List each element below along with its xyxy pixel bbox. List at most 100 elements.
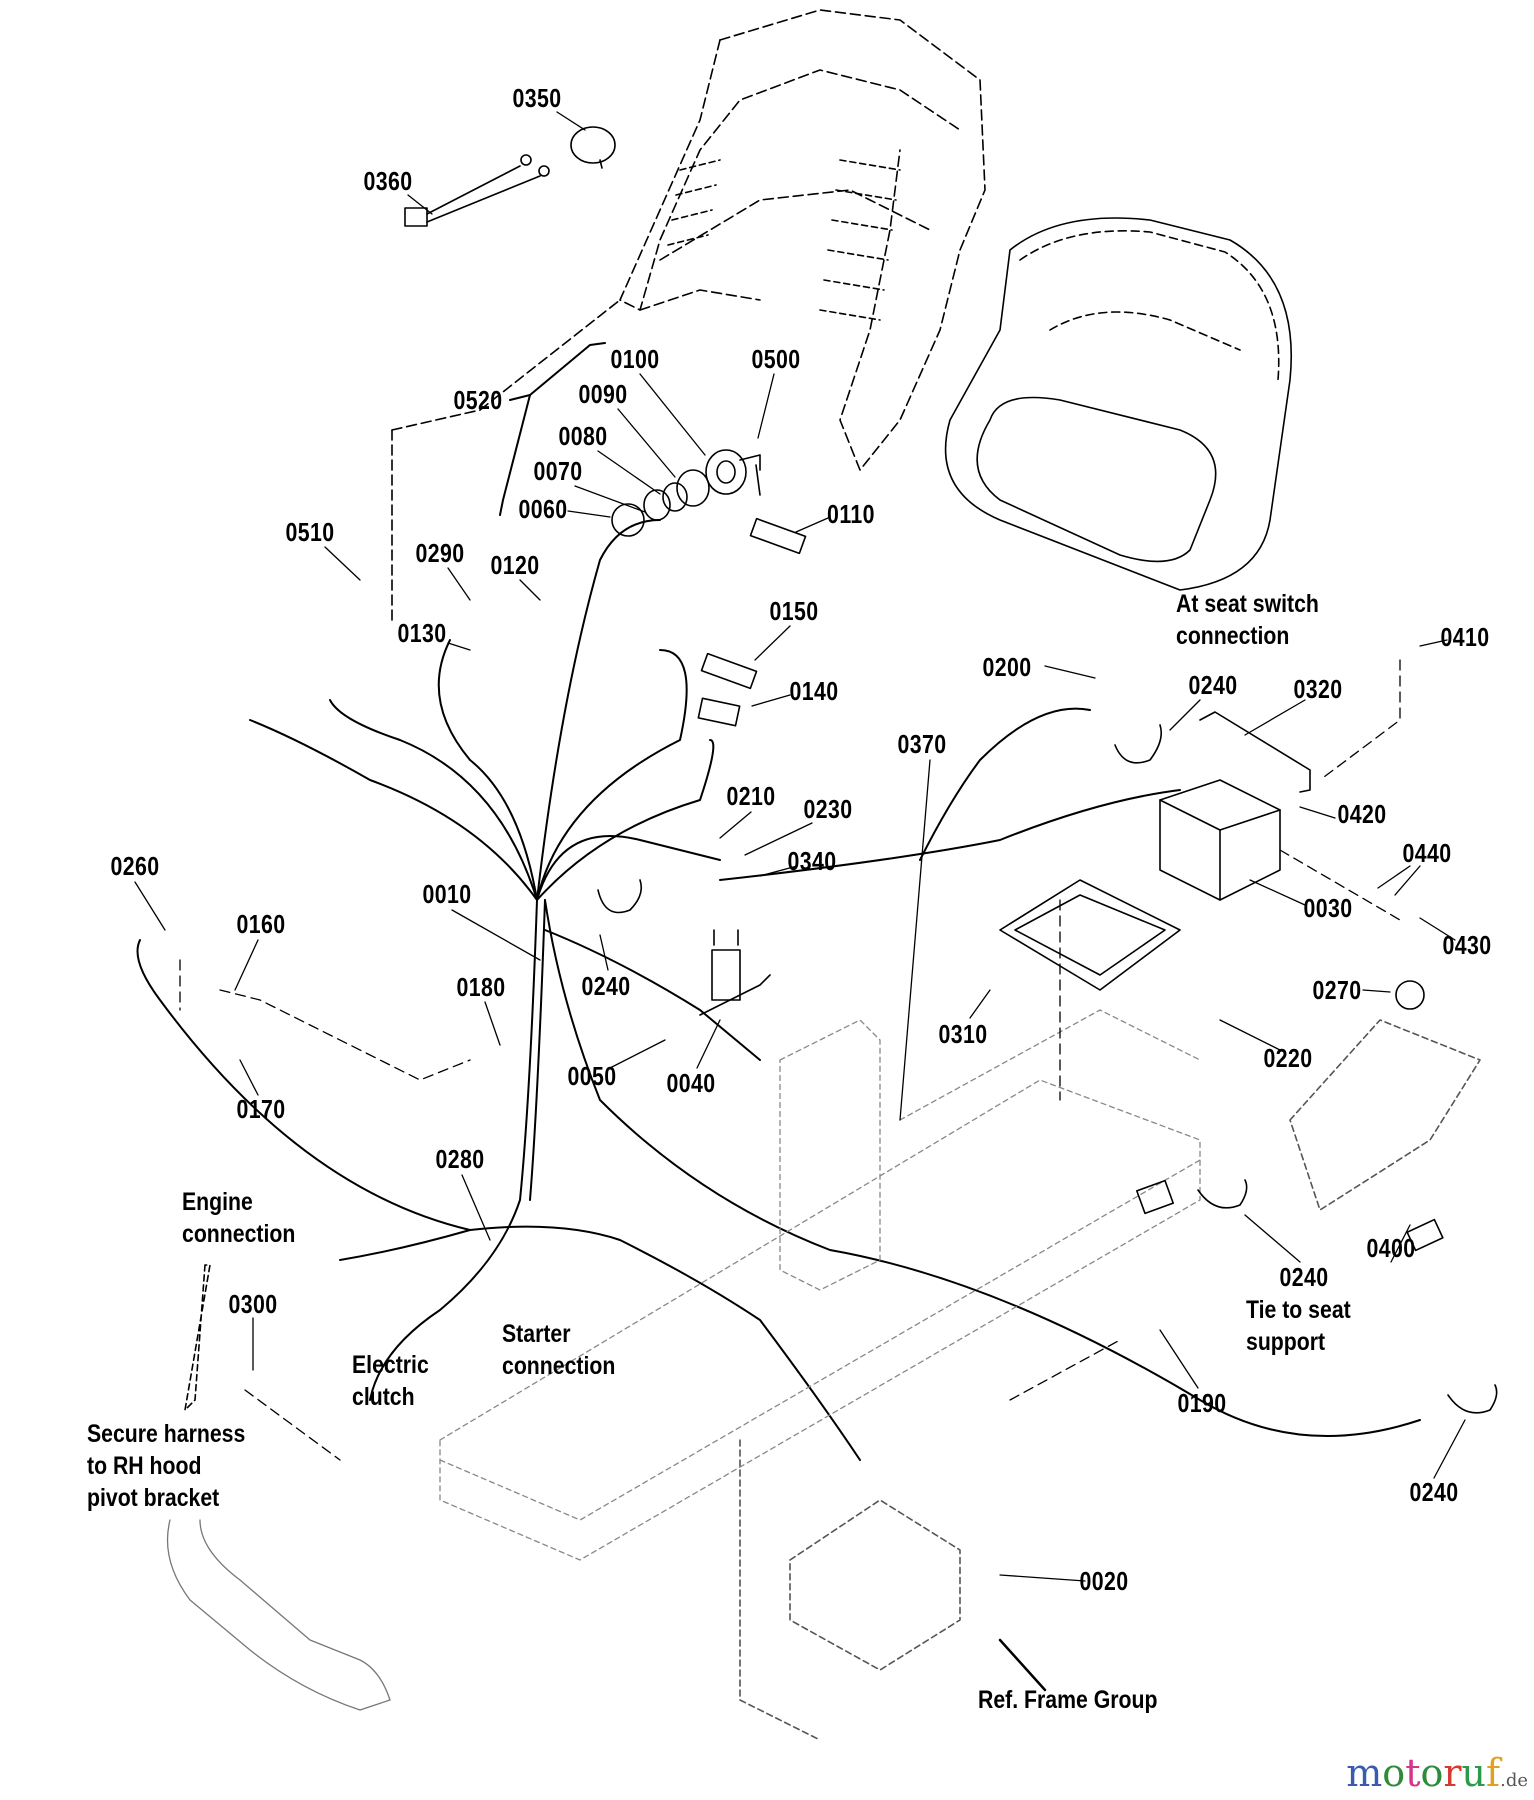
part-label-0500: 0500 [751, 344, 801, 374]
ignition-assembly [611, 449, 761, 537]
clip-0240-bottom [1447, 1384, 1498, 1414]
note-line: Secure harness [87, 1420, 246, 1448]
part-label-0180: 0180 [456, 972, 506, 1002]
seat-drawing [944, 217, 1293, 591]
watermark-letter: o [1382, 1751, 1406, 1795]
part-label-0170: 0170 [236, 1094, 286, 1124]
component-0150 [700, 652, 758, 690]
part-label-0350: 0350 [512, 83, 562, 113]
component-0270 [1395, 980, 1425, 1010]
component-0320 [1199, 711, 1311, 793]
part-label-0040: 0040 [666, 1068, 716, 1098]
part-label-0370: 0370 [897, 729, 947, 759]
note-engine-connection: Engine connection [182, 1186, 295, 1250]
watermark-letters: motoruf [1346, 1754, 1500, 1792]
part-label-0030: 0030 [1303, 893, 1353, 923]
watermark-logo: motoruf.de [1346, 1754, 1528, 1792]
part-label-0420: 0420 [1337, 799, 1387, 829]
assembly-guides [179, 659, 1401, 1461]
watermark-letter: r [1443, 1751, 1462, 1795]
part-label-0010: 0010 [422, 879, 472, 909]
note-ref-frame-group: Ref. Frame Group [978, 1684, 1157, 1716]
part-label-0220: 0220 [1263, 1043, 1313, 1073]
part-label-0240: 0240 [581, 971, 631, 1001]
part-label-0280: 0280 [435, 1144, 485, 1174]
part-label-0340: 0340 [787, 846, 837, 876]
wiring-harness [136, 519, 1421, 1461]
part-label-0520: 0520 [453, 385, 503, 415]
part-label-0300: 0300 [228, 1289, 278, 1319]
note-line: At seat switch [1176, 590, 1319, 618]
part-label-0110: 0110 [827, 499, 875, 529]
component-0040 [699, 929, 771, 1016]
component-0400 [1406, 1218, 1444, 1252]
note-line: connection [502, 1352, 616, 1380]
note-line: connection [1176, 622, 1290, 650]
watermark-letter: f [1486, 1751, 1501, 1795]
note-line: to RH hood [87, 1452, 202, 1480]
hood-drawing [166, 1519, 391, 1711]
part-label-0150: 0150 [769, 596, 819, 626]
watermark-letter: u [1461, 1751, 1487, 1795]
watermark-letter: t [1405, 1751, 1421, 1795]
dash-vent-lines [667, 159, 901, 321]
part-label-0240: 0240 [1409, 1477, 1459, 1507]
part-label-0240: 0240 [1279, 1262, 1329, 1292]
clip-0240-seat [1197, 1179, 1248, 1209]
ref-frame-bracket [739, 1439, 961, 1741]
part-label-0360: 0360 [363, 166, 413, 196]
pivot-bracket [184, 1264, 211, 1411]
part-label-0430: 0430 [1442, 930, 1492, 960]
seat-support-drawing [1289, 1019, 1481, 1211]
note-secure-harness: Secure harness to RH hood pivot bracket [87, 1418, 245, 1514]
component-0110 [749, 517, 807, 555]
part-label-0200: 0200 [982, 652, 1032, 682]
watermark-suffix: .de [1500, 1770, 1528, 1791]
note-line: Ref. Frame Group [978, 1686, 1158, 1714]
part-label-0240: 0240 [1188, 670, 1238, 700]
part-label-0130: 0130 [397, 618, 447, 648]
clip-0240-top [1114, 724, 1163, 764]
leader-lines [134, 111, 1466, 1692]
note-line: Engine [182, 1188, 253, 1216]
part-label-0440: 0440 [1402, 838, 1452, 868]
part-label-0260: 0260 [110, 851, 160, 881]
component-0310 [999, 879, 1181, 991]
part-label-0410: 0410 [1440, 622, 1490, 652]
part-label-0080: 0080 [558, 421, 608, 451]
part-label-0050: 0050 [567, 1061, 617, 1091]
component-0190 [1136, 1179, 1174, 1215]
note-seat-switch: At seat switch connection [1176, 588, 1319, 652]
watermark-letter: o [1420, 1751, 1444, 1795]
note-line: clutch [352, 1383, 415, 1411]
part-label-0140: 0140 [789, 676, 839, 706]
part-label-0020: 0020 [1079, 1566, 1129, 1596]
component-0350 [570, 126, 616, 169]
clip-0240-mid [597, 879, 643, 914]
part-label-0190: 0190 [1177, 1388, 1227, 1418]
dash-panel-drawing [391, 9, 986, 621]
component-0140 [697, 697, 741, 727]
component-0360 [404, 154, 550, 227]
part-label-0100: 0100 [610, 344, 660, 374]
watermark-letter: m [1346, 1751, 1383, 1795]
part-label-0120: 0120 [490, 550, 540, 580]
note-electric-clutch: Electric clutch [352, 1349, 429, 1413]
frame-drawing [439, 1009, 1201, 1561]
note-line: connection [182, 1220, 296, 1248]
note-line: Starter [502, 1320, 571, 1348]
part-label-0060: 0060 [518, 494, 568, 524]
part-label-0070: 0070 [533, 456, 583, 486]
part-label-0290: 0290 [415, 538, 465, 568]
note-line: Tie to seat [1246, 1296, 1351, 1324]
part-label-0230: 0230 [803, 794, 853, 824]
part-label-0090: 0090 [578, 379, 628, 409]
part-label-0270: 0270 [1312, 975, 1362, 1005]
note-line: support [1246, 1328, 1326, 1356]
part-label-0160: 0160 [236, 909, 286, 939]
part-label-0210: 0210 [726, 781, 776, 811]
note-tie-to-seat-support: Tie to seat support [1246, 1294, 1351, 1358]
note-starter-connection: Starter connection [502, 1318, 615, 1382]
